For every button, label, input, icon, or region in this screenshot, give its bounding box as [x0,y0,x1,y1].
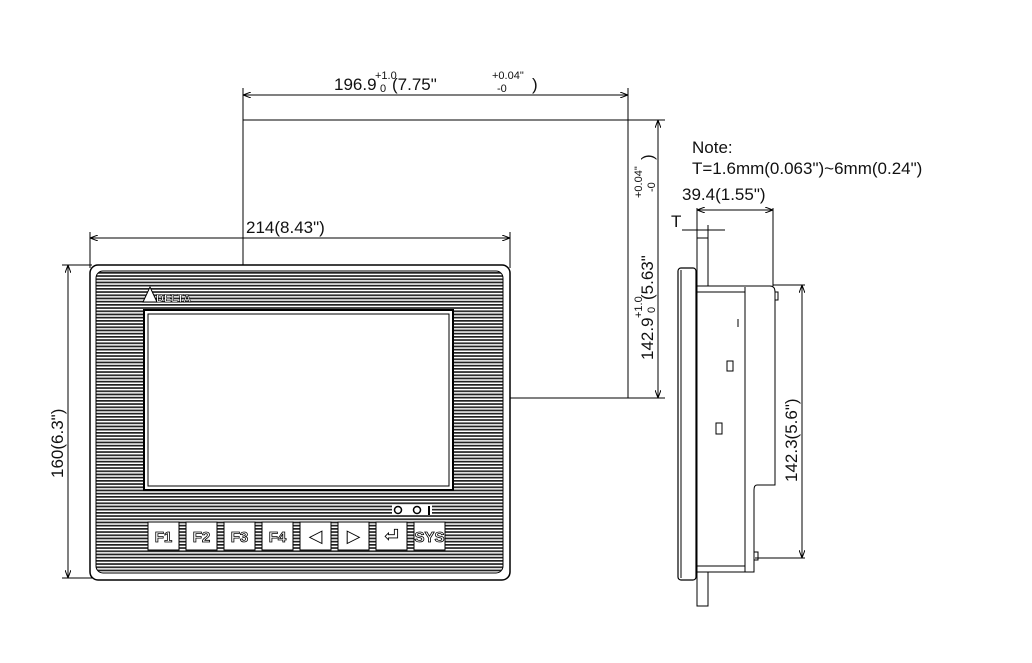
svg-text:DELTA: DELTA [156,293,191,305]
hmi-front-view: DELTA F1 F2 F3 F4 ◁ ▷ ⏎ SYS [89,264,511,581]
cutout-height-inch: (5.63" [638,255,657,300]
panel-height-label: 160(6.3") [48,409,67,478]
cutout-height-close: ) [638,154,657,160]
key-label: F3 [231,529,249,546]
body-height-label: 142.3(5.6") [782,398,801,482]
note: Note: T=1.6mm(0.063")~6mm(0.24") [692,138,922,178]
cutout-height-dimension: 142.9 +1.0 0 (5.63" +0.04" -0 ) [243,119,665,399]
status-led-icon [412,505,422,515]
cutout-height-value: 142.9 [638,317,657,360]
key-f1-button[interactable]: F1 [147,521,180,551]
key-label: ▷ [347,526,361,546]
cutout-width-inch: (7.75" [392,75,437,94]
panel-width-dimension: 214(8.43") [89,218,511,268]
key-label: SYS [414,529,444,546]
key-enter-button[interactable]: ⏎ [375,521,408,551]
cutout-width-inch-tol-lower: -0 [497,83,507,95]
cutout-height-tol-upper: +1.0 [633,296,645,318]
key-label: ◁ [309,526,323,546]
cutout-width-tol-upper: +1.0 [375,70,397,82]
key-label: F4 [269,529,287,546]
cutout-width-dimension: 196.9 +1.0 0 (7.75" +0.04" -0 ) [242,70,629,398]
cutout-width-close: ) [532,75,538,94]
delta-logo: DELTA [142,285,191,305]
cutout-width-tol-lower: 0 [380,83,386,95]
panel-width-label: 214(8.43") [246,218,325,237]
thickness-label: T [671,212,681,231]
key-f4-button[interactable]: F4 [261,521,294,551]
key-right-button[interactable]: ▷ [337,521,370,551]
svg-text:196.9: 196.9 [334,75,377,94]
note-title: Note: [692,138,733,157]
depth-label: 39.4(1.55") [682,185,766,204]
key-label: F2 [193,529,211,546]
note-text: T=1.6mm(0.063")~6mm(0.24") [692,159,922,178]
key-f2-button[interactable]: F2 [185,521,218,551]
panel-height-dimension: 160(6.3") [48,264,92,579]
hmi-side-view: 39.4(1.55") T 142.3(5.6") [671,185,805,607]
cutout-height-inch-tol-lower: -0 [646,182,658,192]
key-sys-button[interactable]: SYS [413,521,446,551]
key-left-button[interactable]: ◁ [299,521,332,551]
key-label: F1 [155,529,173,546]
key-f3-button[interactable]: F3 [223,521,256,551]
cutout-height-tol-lower: 0 [646,307,658,313]
status-leds [392,505,432,515]
cutout-height-inch-tol-upper: +0.04" [633,166,645,198]
key-label: ⏎ [384,526,399,546]
cutout-width-inch-tol-upper: +0.04" [492,70,524,82]
cutout-width-value: 196.9 [334,75,377,94]
power-led-icon [393,505,403,515]
